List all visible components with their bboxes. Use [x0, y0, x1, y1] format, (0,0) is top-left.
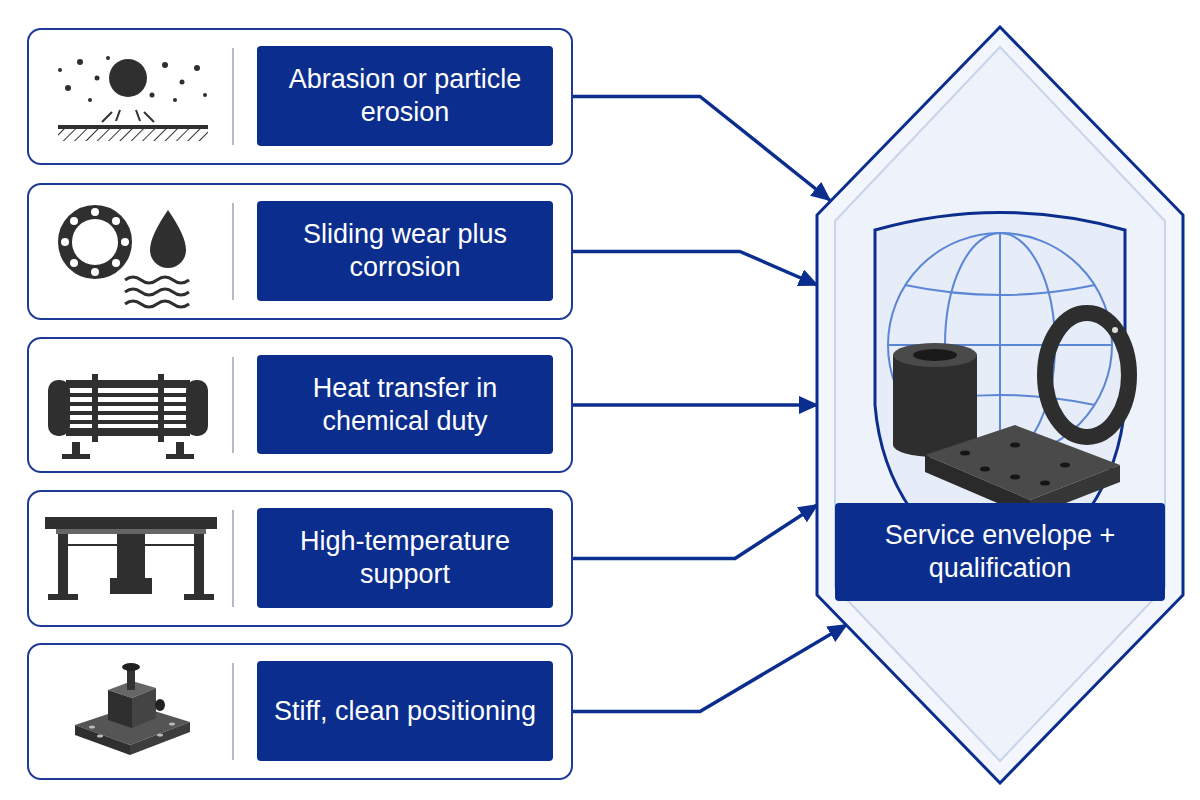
summary-label: Service envelope + qualification — [835, 503, 1165, 601]
requirement-label: Sliding wear plus corrosion — [257, 201, 553, 301]
shield-hexagon: Service envelope + qualification — [815, 25, 1185, 785]
support-icon — [45, 517, 217, 600]
requirement-label: Heat transfer in chemical duty — [257, 355, 553, 454]
abrasion-icon — [58, 56, 208, 141]
shield-art — [815, 25, 1185, 785]
divider — [232, 48, 234, 760]
flow-arrow — [573, 505, 817, 559]
positioning-icon — [75, 663, 190, 755]
requirement-card: High-temperature support — [27, 490, 573, 627]
requirement-card: Abrasion or particle erosion — [27, 28, 573, 165]
requirement-card: Stiff, clean positioning — [27, 643, 573, 780]
flow-arrow — [573, 97, 830, 201]
flow-arrow — [573, 252, 817, 286]
flow-arrow — [573, 403, 817, 407]
requirement-label: Abrasion or particle erosion — [257, 46, 553, 146]
heat-exchanger-icon — [48, 374, 208, 459]
flow-arrow — [573, 625, 846, 712]
requirement-card: Heat transfer in chemical duty — [27, 337, 573, 473]
requirement-card: Sliding wear plus corrosion — [27, 183, 573, 320]
requirement-label: High-temperature support — [257, 508, 553, 608]
corrosion-icon — [61, 208, 189, 307]
requirement-label: Stiff, clean positioning — [257, 661, 553, 761]
